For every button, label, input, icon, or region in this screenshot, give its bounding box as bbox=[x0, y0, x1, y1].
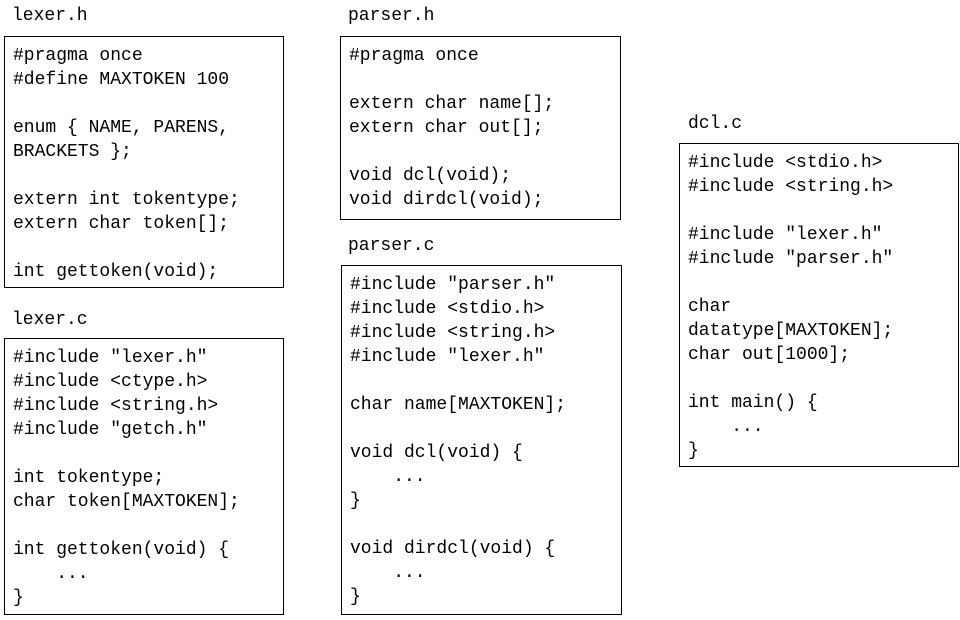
code-line: int gettoken(void) { bbox=[13, 540, 230, 560]
file-title-dcl-c: dcl.c bbox=[688, 114, 743, 134]
code-line: #include <stdio.h> bbox=[688, 153, 883, 173]
code-line: int tokentype; bbox=[13, 468, 165, 488]
code-line: int gettoken(void); bbox=[13, 262, 219, 282]
file-title-parser-h: parser.h bbox=[348, 6, 435, 26]
code-line: #include "lexer.h" bbox=[688, 225, 883, 245]
code-line: extern char token[]; bbox=[13, 214, 230, 234]
code-line bbox=[342, 369, 621, 393]
code-line bbox=[680, 271, 958, 295]
code-line: } bbox=[688, 441, 699, 461]
code-line bbox=[680, 367, 958, 391]
code-line: void dcl(void) { bbox=[350, 443, 523, 463]
code-line bbox=[680, 199, 958, 223]
code-box-lexer-h: #pragma once #define MAXTOKEN 100 enum {… bbox=[4, 36, 284, 288]
file-title-parser-c: parser.c bbox=[348, 236, 435, 256]
code-line: ... bbox=[350, 467, 426, 487]
code-line bbox=[341, 140, 620, 164]
code-box-lexer-c: #include "lexer.h" #include <ctype.h> #i… bbox=[4, 338, 284, 615]
code-line: #include <ctype.h> bbox=[13, 372, 208, 392]
code-line: #include "getch.h" bbox=[13, 420, 208, 440]
code-line: ... bbox=[13, 564, 89, 584]
code-line: char token[MAXTOKEN]; bbox=[13, 492, 240, 512]
code-line: BRACKETS }; bbox=[13, 142, 132, 162]
file-title-lexer-c: lexer.c bbox=[12, 310, 88, 330]
code-line bbox=[5, 442, 283, 466]
code-line: #define MAXTOKEN 100 bbox=[13, 70, 230, 90]
code-line: char bbox=[688, 297, 732, 317]
code-line: ... bbox=[350, 563, 426, 583]
code-line: #include <stdio.h> bbox=[350, 299, 545, 319]
code-line bbox=[342, 513, 621, 537]
code-line bbox=[342, 417, 621, 441]
code-line bbox=[5, 236, 283, 260]
code-line bbox=[5, 514, 283, 538]
code-box-dcl-c: #include <stdio.h> #include <string.h> #… bbox=[679, 143, 959, 467]
code-line: #include <string.h> bbox=[350, 323, 556, 343]
code-line: } bbox=[13, 588, 24, 608]
code-line bbox=[5, 92, 283, 116]
code-line: void dcl(void); bbox=[349, 166, 512, 186]
code-line: #pragma once bbox=[349, 46, 479, 66]
code-box-parser-c: #include "parser.h" #include <stdio.h> #… bbox=[341, 265, 622, 615]
code-line bbox=[5, 164, 283, 188]
code-line: datatype[MAXTOKEN]; bbox=[688, 321, 894, 341]
code-line: enum { NAME, PARENS, bbox=[13, 118, 230, 138]
code-line: #include "lexer.h" bbox=[350, 347, 545, 367]
code-line: } bbox=[350, 587, 361, 607]
code-line: extern int tokentype; bbox=[13, 190, 240, 210]
code-line: int main() { bbox=[688, 393, 818, 413]
code-box-parser-h: #pragma once extern char name[]; extern … bbox=[340, 36, 621, 220]
file-title-lexer-h: lexer.h bbox=[12, 6, 88, 26]
code-line: #pragma once bbox=[13, 46, 143, 66]
code-line: #include "lexer.h" bbox=[13, 348, 208, 368]
code-line: void dirdcl(void) { bbox=[350, 539, 556, 559]
code-line: #include "parser.h" bbox=[688, 249, 894, 269]
code-line: } bbox=[350, 491, 361, 511]
code-line: #include "parser.h" bbox=[350, 275, 556, 295]
code-line: extern char out[]; bbox=[349, 118, 544, 138]
code-line: ... bbox=[688, 417, 764, 437]
code-line bbox=[341, 68, 620, 92]
code-line: void dirdcl(void); bbox=[349, 190, 544, 210]
code-line: char name[MAXTOKEN]; bbox=[350, 395, 567, 415]
code-line: #include <string.h> bbox=[688, 177, 894, 197]
code-line: char out[1000]; bbox=[688, 345, 851, 365]
code-line: extern char name[]; bbox=[349, 94, 555, 114]
code-line: #include <string.h> bbox=[13, 396, 219, 416]
